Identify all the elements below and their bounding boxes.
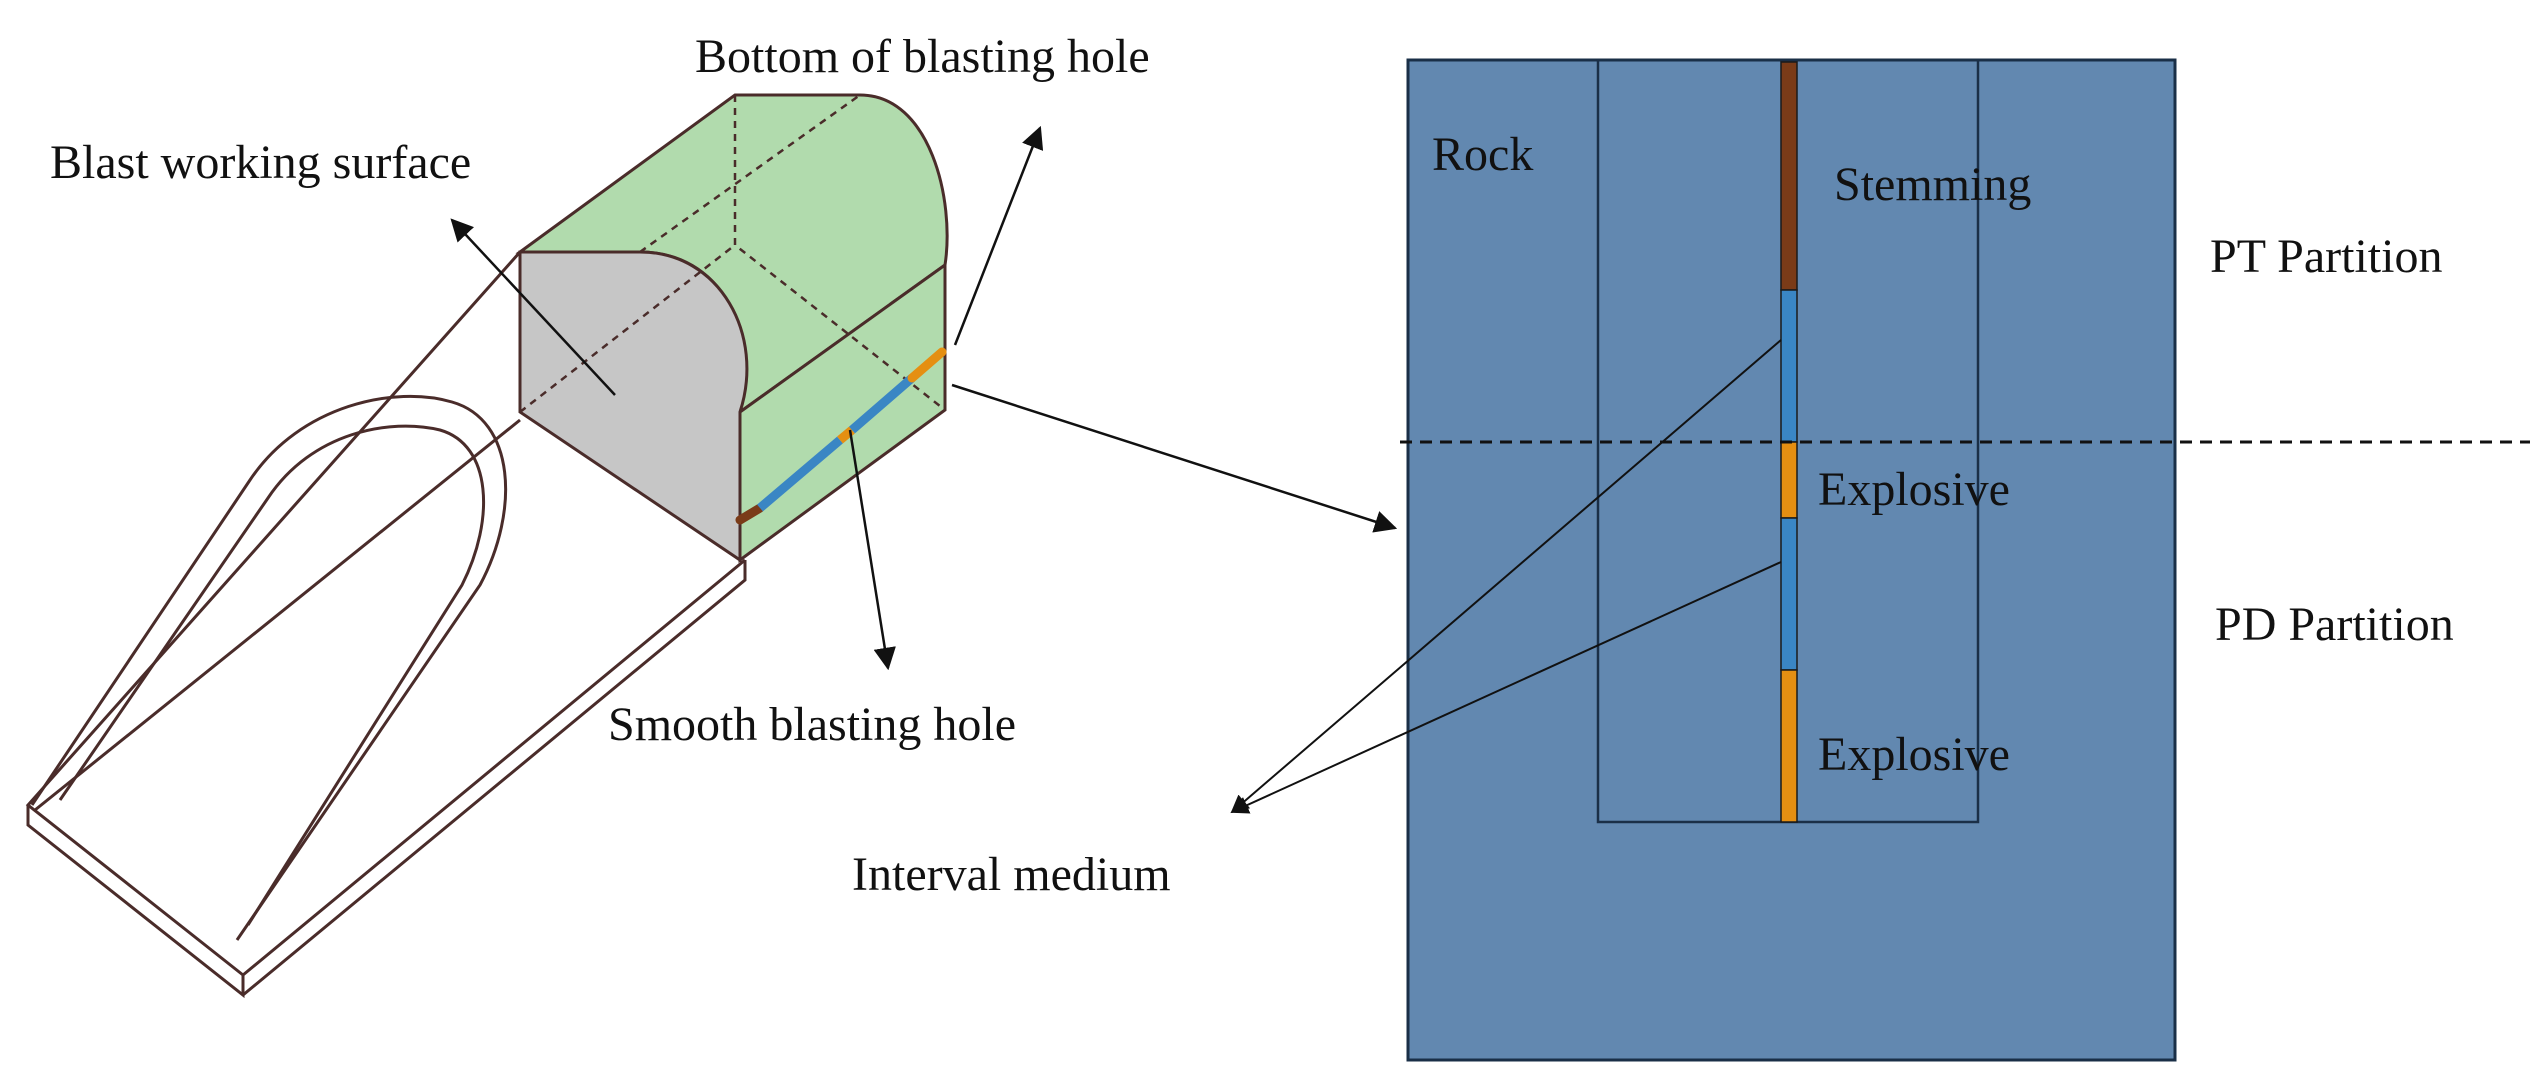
column-explosive-lower: [1780, 669, 1798, 823]
arrow-bottom-of-hole: [953, 125, 1044, 346]
arrow-working-surface: [450, 218, 616, 396]
column-interval-upper: [1780, 289, 1798, 443]
interval-pointer-upper: [1230, 339, 1782, 814]
label-pt-partition: PT Partition: [2210, 230, 2442, 283]
tunnel-model: [25, 93, 949, 999]
arrow-to-section: [951, 383, 1398, 533]
label-interval-medium: Interval medium: [852, 848, 1171, 901]
charge-interval-2: [849, 374, 915, 434]
label-explosive-upper: Explosive: [1818, 463, 2010, 516]
charge-explosive-2: [907, 347, 947, 383]
column-stemming: [1780, 61, 1798, 291]
tunnel-slab-edge-1: [26, 805, 245, 999]
label-bottom-of-blasting-hole: Bottom of blasting hole: [695, 30, 1150, 83]
column-interval-lower: [1780, 517, 1798, 671]
hidden-edge-2: [519, 244, 736, 413]
tunnel-u-outer: [30, 394, 508, 941]
label-stemming: Stemming: [1834, 158, 2031, 211]
tunnel-slab-edge-2: [242, 560, 747, 997]
blast-working-face: [518, 250, 749, 563]
charge-stemming: [735, 503, 765, 525]
hidden-edge-3: [639, 93, 861, 254]
label-explosive-lower: Explosive: [1818, 728, 2010, 781]
label-pd-partition: PD Partition: [2215, 598, 2454, 651]
section-model: [1400, 58, 2530, 1062]
tunnel-outer-outline: [25, 251, 746, 977]
charge-interval-1: [757, 436, 843, 512]
label-blast-working-surface: Blast working surface: [50, 136, 471, 189]
hidden-edge-1: [733, 95, 946, 411]
tunnel-u-inner: [58, 424, 485, 926]
interval-pointer-lower: [1230, 561, 1782, 814]
tunnel-floor-line: [34, 418, 521, 812]
label-smooth-blasting-hole: Smooth blasting hole: [608, 698, 1016, 751]
arrow-smooth-blasting-hole: [848, 429, 896, 671]
column-explosive-upper: [1780, 441, 1798, 519]
label-rock: Rock: [1432, 128, 1533, 181]
